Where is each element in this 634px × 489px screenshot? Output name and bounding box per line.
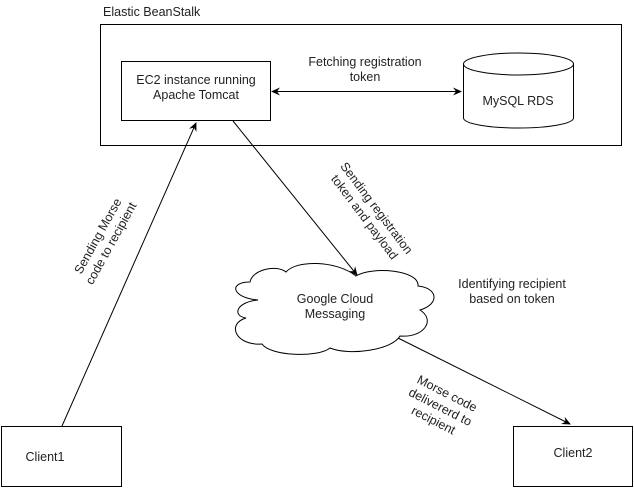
identify-annotation-line2: based on token	[469, 292, 555, 306]
fetch-token-label-line1: Fetching registration	[308, 55, 422, 69]
ec2-label-line1: EC2 instance running	[136, 73, 256, 87]
gcm-cloud-node[interactable]	[234, 263, 435, 355]
gcm-label-line2: Messaging	[304, 307, 366, 321]
gcm-label-line1: Google Cloud	[296, 292, 374, 306]
identify-annotation-line1: Identifying recipient	[458, 277, 566, 291]
mysql-rds-node[interactable]	[463, 52, 574, 129]
container-label: Elastic BeanStalk	[103, 5, 201, 19]
gcm-label: Google Cloud Messaging	[270, 292, 400, 322]
ec2-label: EC2 instance running Apache Tomcat	[121, 73, 271, 103]
client1-node[interactable]	[1, 426, 122, 487]
send-token-edge[interactable]	[232, 120, 358, 276]
deliver-morse-edge[interactable]	[397, 337, 571, 425]
ec2-label-line2: Apache Tomcat	[153, 88, 239, 102]
ec2-node[interactable]	[121, 61, 271, 121]
send-morse-edge[interactable]	[61, 122, 197, 427]
mysql-label: MySQL RDS	[482, 94, 554, 108]
client2-label: Client2	[553, 446, 593, 460]
identify-annotation: Identifying recipient based on token	[442, 277, 582, 307]
fetch-token-label-line2: token	[349, 70, 381, 84]
client2-node[interactable]	[513, 426, 633, 487]
client1-label: Client1	[25, 450, 65, 464]
fetch-token-label: Fetching registration token	[290, 55, 440, 85]
